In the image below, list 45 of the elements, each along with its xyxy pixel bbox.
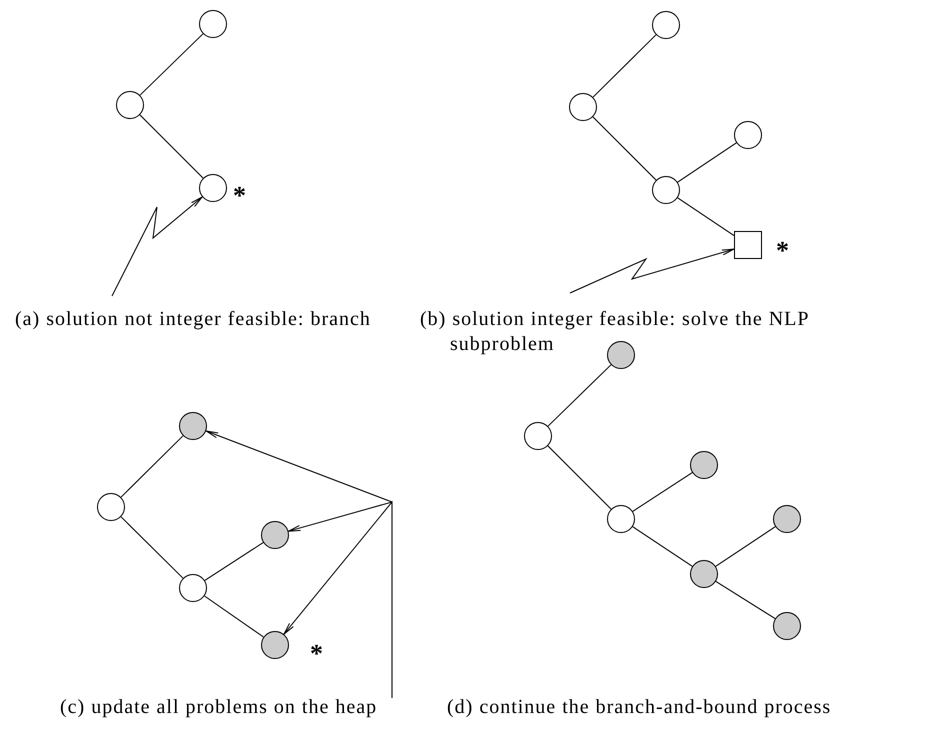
tree-edge <box>204 542 264 581</box>
tree-edge <box>592 34 656 98</box>
tree-node <box>97 493 125 521</box>
tree-edge <box>715 580 776 620</box>
tree-edge <box>139 114 204 179</box>
tree-edge <box>632 472 693 512</box>
tree-node <box>261 521 289 549</box>
arrow <box>570 248 734 294</box>
tree-node <box>773 612 801 640</box>
arrow <box>112 196 203 296</box>
asterisk-mark: * <box>233 180 246 212</box>
tree-node <box>199 10 227 38</box>
tree-edge <box>677 142 737 183</box>
tree-node <box>734 121 762 149</box>
tree-node <box>773 505 801 533</box>
tree-node <box>607 341 635 369</box>
tree-node <box>179 574 207 602</box>
tree-node <box>261 631 289 659</box>
tree-edge <box>204 596 264 638</box>
tree-edge <box>632 526 693 567</box>
tree-node <box>690 451 718 479</box>
tree-node <box>652 11 680 39</box>
tree-node <box>179 412 207 440</box>
tree-node <box>690 560 718 588</box>
tree-node <box>652 176 680 204</box>
tree-edge <box>120 516 184 579</box>
asterisk-mark: * <box>310 638 323 670</box>
tree-edge <box>677 197 734 236</box>
tree-node <box>524 422 552 450</box>
tree-node <box>199 174 227 202</box>
square-node <box>734 231 762 259</box>
tree-node <box>607 505 635 533</box>
subfigure-caption: (b) solution integer feasible: solve the NLP subproblem <box>420 307 810 357</box>
tree-edge <box>715 526 776 567</box>
subfigure-caption: (d) continue the branch-and-bound process <box>447 695 832 720</box>
asterisk-mark: * <box>776 235 789 267</box>
subfigure-caption: (c) update all problems on the heap <box>60 695 378 720</box>
subfigure-caption: (a) solution not integer feasible: branch <box>15 307 372 332</box>
tree-edge <box>120 435 184 498</box>
tree-edge <box>140 33 204 96</box>
tree-node <box>569 93 597 121</box>
tree-node <box>116 91 144 119</box>
tree-edge <box>548 364 612 427</box>
tree-edge <box>547 445 612 510</box>
tree-edge <box>592 116 657 181</box>
